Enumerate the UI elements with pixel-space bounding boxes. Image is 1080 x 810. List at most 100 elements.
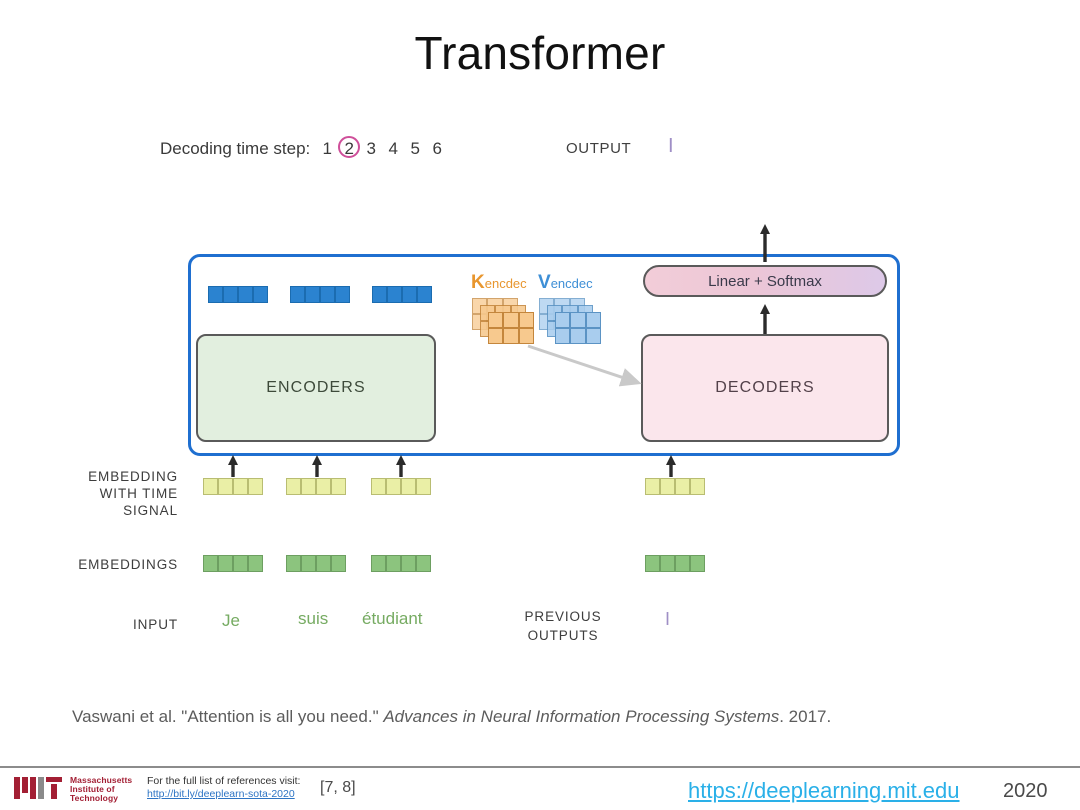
cell [286,555,301,572]
v-encdec-matrix-stack [539,298,603,348]
decoder-input-arrow [664,455,678,477]
embedding-block-decoder [645,555,705,572]
decoding-step-6[interactable]: 6 [432,139,442,158]
input-label: INPUT [133,617,178,632]
output-token: I [668,135,674,157]
cell [335,286,350,303]
output-up-arrow [758,222,772,262]
cell [690,555,705,572]
cell [371,478,386,495]
cell [401,555,416,572]
decoding-step-4[interactable]: 4 [388,139,398,158]
cell [286,478,301,495]
cell [301,555,316,572]
cell [645,555,660,572]
cell [218,478,233,495]
linear-softmax-label: Linear + Softmax [708,272,822,290]
reference-text: For the full list of references visit: [147,775,301,787]
v-encdec-label: Vencdec [538,272,593,294]
k-symbol: K [471,272,485,293]
cell [203,478,218,495]
blue-token-row-2 [290,286,350,303]
citation: Vaswani et al. "Attention is all you nee… [72,707,831,727]
page-title: Transformer [414,27,666,79]
reference-link[interactable]: http://bit.ly/deeplearn-sota-2020 [147,788,295,800]
cell [331,478,346,495]
cell [316,478,331,495]
cell [320,286,335,303]
blue-token-row-3 [372,286,432,303]
cell [238,286,253,303]
embedding-with-time-signal-label: EMBEDDING WITH TIME SIGNAL [26,468,178,519]
citation-suffix: . 2017. [779,707,832,726]
embedding-block-2 [286,555,346,572]
k-encdec-matrix-stack [472,298,536,348]
reference-numbers: [7, 8] [320,779,356,796]
time-signal-block-decoder [645,478,705,495]
year-label: 2020 [1003,780,1048,802]
matrix-plane [488,312,534,344]
input-word-3: étudiant [362,609,423,628]
footer-divider [0,766,1080,768]
cell [386,478,401,495]
encdec-attention-arrow [520,338,650,394]
cell [305,286,320,303]
cell [223,286,238,303]
cell [402,286,417,303]
matrix-plane [555,312,601,344]
v-subscript: encdec [550,276,593,291]
cell [331,555,346,572]
cell [386,555,401,572]
decoding-step-5[interactable]: 5 [410,139,420,158]
mit-logo-icon [14,777,64,799]
output-label: OUTPUT [566,140,632,157]
decoding-step-2-active[interactable]: 2 [338,136,361,158]
decoding-step-1[interactable]: 1 [322,139,332,158]
embedding-block-3 [371,555,431,572]
label-line: OUTPUTS [527,628,599,643]
cell [248,478,263,495]
cell [233,478,248,495]
label-line: PREVIOUS [524,609,602,624]
decoder-to-linear-arrow [758,304,772,334]
encoders-label: ENCODERS [266,379,366,396]
cell [253,286,268,303]
k-encdec-label: Kencdec [471,272,527,294]
cell [660,555,675,572]
encoder-input-arrow-3 [394,455,408,477]
cell [660,478,675,495]
cell [233,555,248,572]
linear-softmax-box: Linear + Softmax [643,265,887,297]
citation-prefix: Vaswani et al. "Attention is all you nee… [72,707,384,726]
citation-journal: Advances in Neural Information Processin… [383,707,780,726]
label-line: WITH TIME [99,486,178,501]
blue-token-row-1 [208,286,268,303]
v-symbol: V [538,272,551,293]
time-signal-block-3 [371,478,431,495]
cell [417,286,432,303]
wordmark-line: Technology [70,793,119,804]
reference-block: For the full list of references visit: h… [147,775,300,801]
label-line: EMBEDDING [88,469,178,484]
cell [301,478,316,495]
cell [372,286,387,303]
cell [401,478,416,495]
cell [218,555,233,572]
site-link[interactable]: https://deeplearning.mit.edu [688,778,960,803]
cell [645,478,660,495]
decoding-step-3[interactable]: 3 [366,139,376,158]
input-word-2: suis [298,609,329,628]
wordmark-line: Institute of [70,784,115,795]
previous-output-token: I [665,609,671,629]
time-signal-block-1 [203,478,263,495]
cell [690,478,705,495]
embeddings-label: EMBEDDINGS [78,557,178,572]
cell [416,555,431,572]
k-subscript: encdec [484,276,527,291]
cell [208,286,223,303]
cell [416,478,431,495]
time-signal-block-2 [286,478,346,495]
